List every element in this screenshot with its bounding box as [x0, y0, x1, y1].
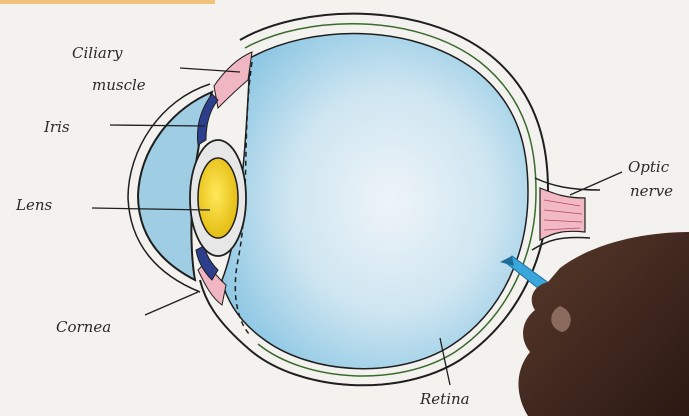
label-optic-line1: Optic: [628, 158, 670, 176]
orange-strip: [0, 0, 215, 4]
vitreous-body: [222, 34, 528, 369]
label-retina: Retina: [419, 390, 470, 408]
label-optic-line2: nerve: [630, 182, 673, 200]
label-lens: Lens: [15, 196, 52, 214]
label-cornea: Cornea: [56, 318, 111, 336]
optic-nerve-upper-line: [535, 178, 600, 190]
hand: [518, 232, 689, 416]
cornea-leader: [145, 292, 198, 315]
ciliary-muscle-top: [214, 52, 252, 108]
label-iris: Iris: [43, 118, 70, 136]
optic-nerve-leader: [570, 172, 622, 195]
lens-body: [198, 158, 238, 238]
label-ciliary-line1: Ciliary: [72, 44, 123, 62]
label-ciliary-line2: muscle: [92, 76, 146, 94]
hand-holding-pencil-icon: [500, 232, 689, 416]
